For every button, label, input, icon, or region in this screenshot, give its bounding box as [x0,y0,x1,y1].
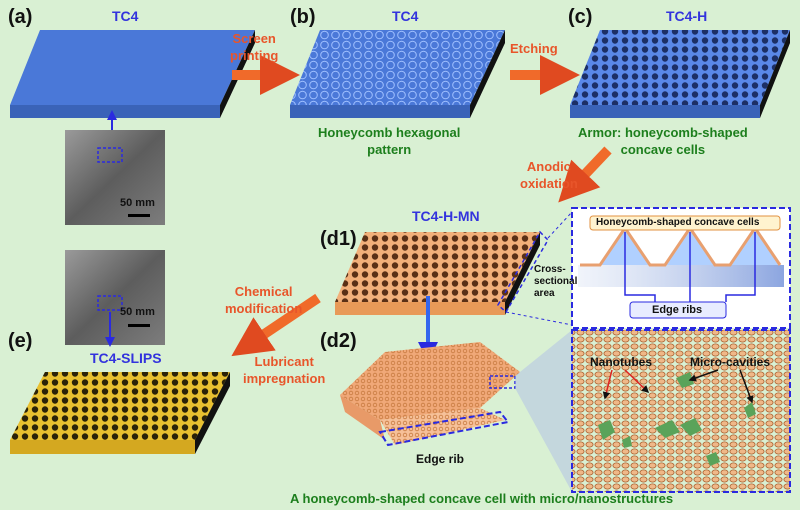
step-lubricant-impregnation: Lubricant impregnation [243,354,326,386]
hex-cell [340,342,520,447]
cross-section-inset [571,207,791,329]
caption-bottom: A honeycomb-shaped concave cell with mic… [290,491,674,506]
title-b: TC4 [392,8,419,24]
title-c: TC4-H [666,8,708,24]
photo-bottom [65,250,165,345]
scale-bar-bottom-label: 50 mm [120,306,155,318]
edge-ribs-label: Edge ribs [652,304,703,316]
title-e: TC4-SLIPS [90,350,162,366]
arrow-chemical-modification [231,293,321,357]
panel-label-e: (e) [8,330,33,352]
caption-b: Honeycomb hexagonal pattern [318,125,461,157]
concave-cells-label: Honeycomb-shaped concave cells [596,217,760,228]
nano-inset [571,329,791,493]
panel-label-d1: (d1) [320,228,357,250]
micro-cavities-label: Micro-cavities [690,355,771,369]
panel-label-c: (c) [568,6,593,28]
title-d1: TC4-H-MN [412,208,480,224]
panel-label-d2: (d2) [320,330,357,352]
panel-label-b: (b) [290,6,316,28]
step-chemical-modification: Chemical modification [225,284,303,316]
step-etching: Etching [510,41,558,56]
plate-d1 [335,230,549,315]
arrow-anodic-oxidation [558,146,612,203]
scale-bar-top-label: 50 mm [120,197,155,209]
panel-label-a: (a) [8,6,33,28]
plate-a [10,30,255,118]
photo-top [65,130,165,225]
nanotubes-label: Nanotubes [590,355,653,369]
plate-b [290,30,505,118]
plate-c [570,30,790,118]
caption-c: Armor: honeycomb-shaped concave cells [578,125,748,157]
step-anodic-oxidation: Anodic oxidation [520,159,578,191]
plate-e [10,372,230,454]
cross-section-label: Cross- sectional area [534,264,578,299]
title-a: TC4 [112,8,139,24]
edge-rib-label: Edge rib [416,452,465,466]
step-screen-printing: Screen printing [230,31,279,63]
